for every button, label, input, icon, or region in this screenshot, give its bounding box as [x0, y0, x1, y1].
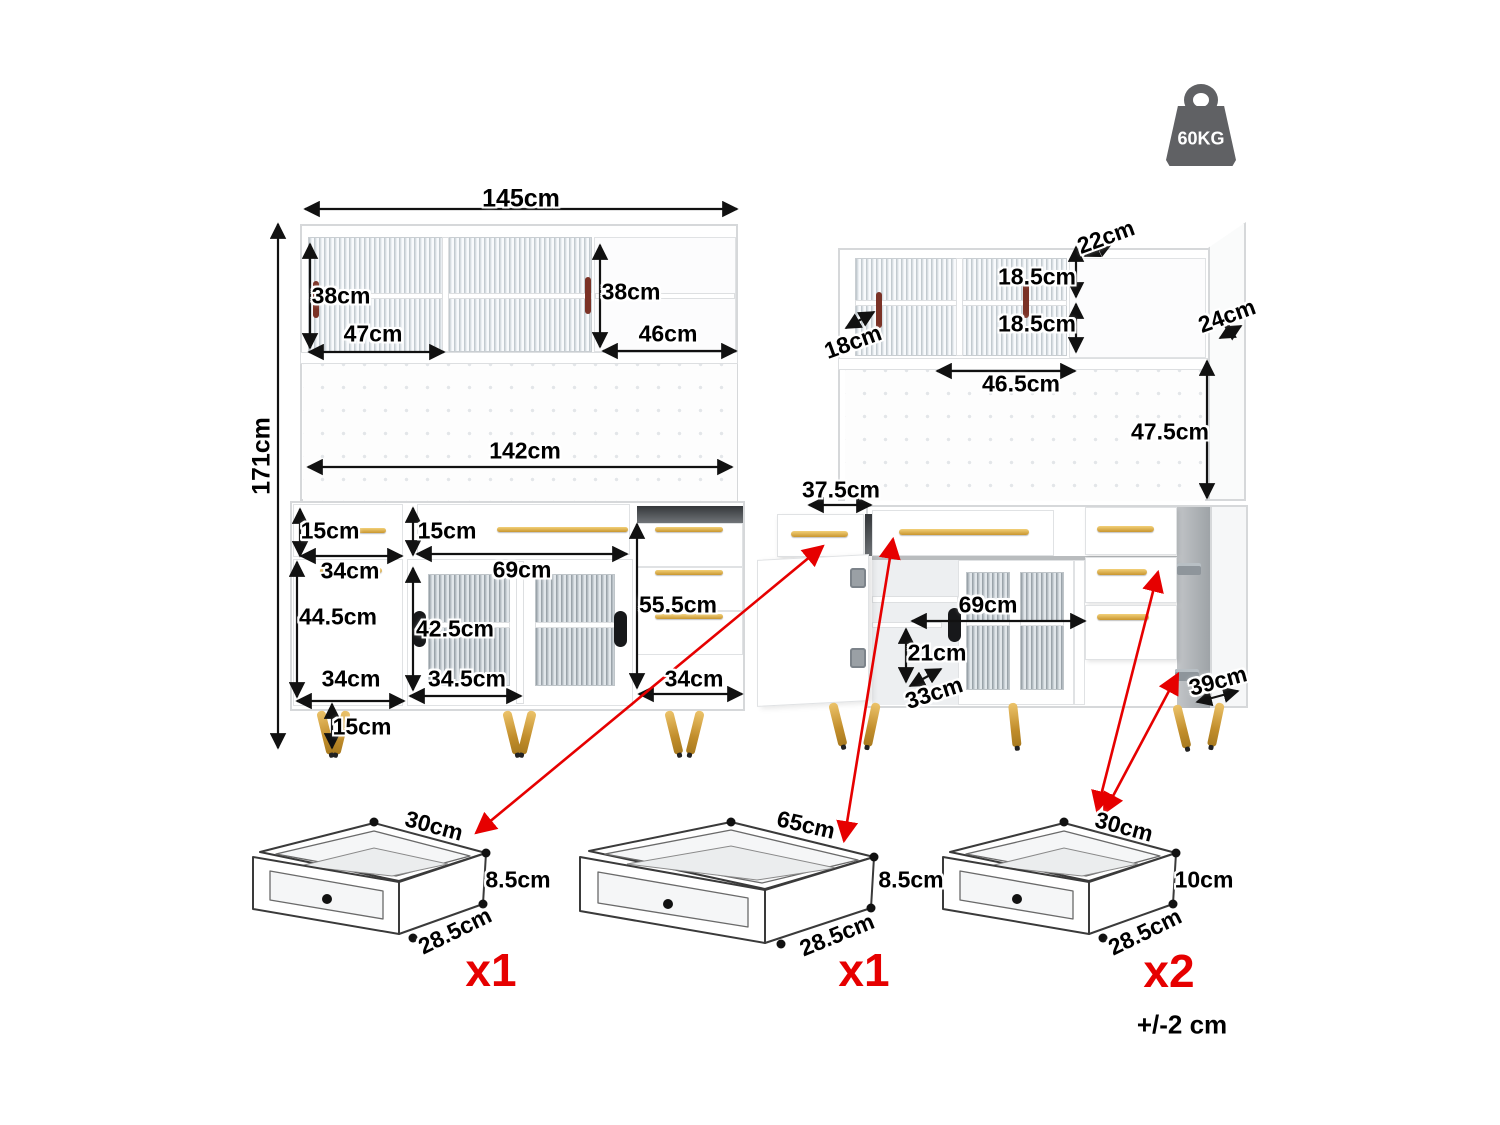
drawer-gap [865, 514, 873, 556]
cabinet-leg [1172, 703, 1192, 749]
dim-front-open-shelf-width: 46cm [638, 320, 698, 347]
door-handle-icon [320, 568, 382, 573]
dim-side-upper-shelf-height: 18.5cm [997, 263, 1077, 290]
cabinet-leg [517, 709, 537, 755]
drawer-handle-icon [1097, 526, 1154, 532]
cabinet-leg [828, 701, 848, 747]
cabinet-leg [685, 709, 705, 755]
dim-drawer3-width: 30cm [1092, 806, 1156, 847]
side-base-side-panel [1210, 505, 1248, 708]
dim-front-total-width: 145cm [482, 184, 560, 213]
dim-front-pegboard-width: 142cm [489, 437, 561, 464]
glass-rail [535, 622, 615, 628]
drawer-handle-icon [352, 528, 386, 533]
drawer-handle-icon [791, 531, 848, 537]
drawer-handle-icon [1097, 614, 1149, 620]
front-hutch-glass-mullion [442, 237, 449, 352]
dim-front-glass-height-right: 38cm [601, 278, 661, 305]
dim-drawer1-height: 8.5cm [485, 866, 551, 893]
dim-side-lower-shelf-height: 18.5cm [997, 310, 1077, 337]
front-left-door [293, 559, 403, 706]
dim-front-left-drawer-height: 15cm [300, 517, 360, 544]
dim-front-middle-drawer-height: 15cm [417, 517, 477, 544]
drawer-handle-icon [497, 527, 628, 532]
side-hutch-open-section [1069, 258, 1206, 358]
weight-icon [1166, 106, 1236, 166]
cabinet-leg [664, 709, 684, 755]
hinge-icon [850, 648, 866, 668]
interior-shelf [872, 596, 958, 603]
interior-shelf [872, 622, 942, 628]
drawer-handle-icon [899, 529, 1029, 535]
stile [1074, 560, 1085, 705]
cabinet-leg [862, 702, 881, 747]
side-door-glass [966, 572, 1010, 690]
glass-rail [966, 620, 1010, 626]
drawer-row-shadow [872, 556, 1210, 561]
front-hutch-bottom-shelf [300, 352, 738, 364]
dim-front-right-drawer-width: 34cm [664, 665, 724, 692]
front-right-open-gap [637, 506, 743, 523]
dim-drawer3-height: 10cm [1174, 866, 1234, 893]
dim-drawer1-width: 30cm [402, 805, 466, 846]
dim-front-total-height: 171cm [247, 417, 276, 495]
dim-front-right-stack-height: 55.5cm [638, 591, 718, 618]
dim-front-middle-door-glass-height: 42.5cm [415, 615, 495, 642]
dim-drawer2-width: 65cm [774, 805, 838, 844]
dim-front-leg-height: 15cm [332, 713, 392, 740]
dim-side-shelf-width: 46.5cm [981, 370, 1061, 397]
drawer-slide-icon [1175, 669, 1199, 681]
dim-side-pegboard-height: 47.5cm [1130, 418, 1210, 445]
glass-rail [1020, 620, 1064, 626]
side-hutch-side-panel [1208, 222, 1246, 501]
dim-side-interior-width: 69cm [958, 591, 1018, 618]
door-handle-icon [614, 611, 627, 647]
cabinet-leg [1206, 702, 1225, 747]
front-pegboard [303, 364, 737, 501]
dim-front-left-door-height: 44.5cm [298, 603, 378, 630]
drawer1-quantity: x1 [465, 944, 517, 996]
side-hutch-bottom-shelf [838, 358, 1208, 370]
dim-front-glass-height-left: 38cm [311, 282, 371, 309]
front-middle-door-glass [535, 574, 615, 686]
drawer-handle-icon [655, 570, 723, 575]
side-door-glass [1020, 572, 1064, 690]
dim-side-cubby-height: 21cm [907, 639, 967, 666]
dim-front-glass-door-width: 47cm [343, 320, 403, 347]
side-pegboard [845, 370, 1205, 501]
dim-front-middle-door-width: 34.5cm [427, 665, 507, 692]
side-right-drawer-2-open [1085, 557, 1177, 603]
dim-front-middle-drawer-width: 69cm [492, 556, 552, 583]
side-hutch-glass-mullion [956, 258, 963, 356]
weight-capacity-label: 60KG [1177, 128, 1225, 149]
drawer2-quantity: x1 [838, 944, 890, 996]
dim-front-left-door-width: 34cm [321, 665, 381, 692]
dim-drawer2-height: 8.5cm [878, 866, 944, 893]
tolerance-note: +/-2 cm [1136, 1009, 1228, 1040]
drawer3-quantity: x2 [1143, 945, 1195, 997]
drawer-handle-icon [655, 527, 723, 532]
cabinet-leg [1008, 702, 1022, 748]
dim-side-top-drawer-depth: 37.5cm [801, 476, 881, 503]
drawer-handle-icon [1097, 569, 1147, 575]
dim-front-left-drawer-width: 34cm [320, 557, 380, 584]
glass-door-handle-icon [1023, 282, 1029, 318]
drawer-slide-icon [1177, 563, 1201, 575]
glass-door-handle-icon [585, 277, 591, 314]
hinge-icon [850, 568, 866, 588]
glass-door-handle-icon [876, 292, 882, 328]
